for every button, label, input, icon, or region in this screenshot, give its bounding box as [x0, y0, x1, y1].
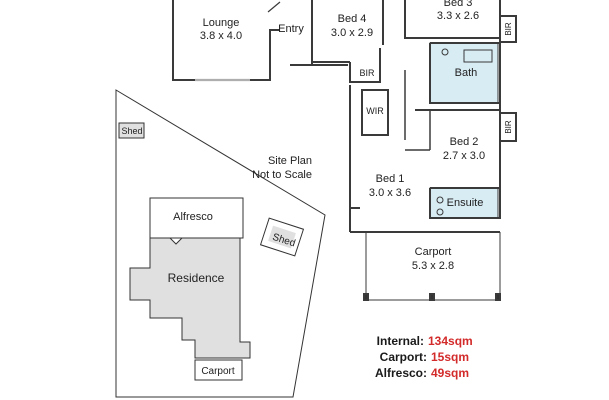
room-name-lounge: Lounge — [203, 17, 240, 29]
robe-label-bir-2: BIR — [504, 22, 513, 36]
site-plan — [115, 89, 326, 398]
wir-robe — [361, 89, 389, 136]
site-shed-2 — [259, 217, 305, 257]
room-size-bed2: 2.7 x 3.0 — [443, 150, 485, 162]
bath-tub — [463, 49, 493, 63]
site-title-line1: Site Plan — [268, 155, 312, 167]
site-carport — [194, 359, 243, 381]
room-size-carport: 5.3 x 2.8 — [412, 260, 454, 272]
robe-label-wir: WIR — [366, 106, 384, 116]
bir-bed2-box — [499, 112, 517, 142]
room-size-bed1: 3.0 x 3.6 — [369, 187, 411, 199]
room-name-bath: Bath — [455, 67, 478, 79]
room-size-bed4: 3.0 x 2.9 — [331, 27, 373, 39]
site-alfresco — [149, 197, 244, 239]
room-name-bed1: Bed 1 — [376, 173, 405, 185]
site-label-residence: Residence — [168, 271, 225, 285]
site-boundary — [115, 89, 326, 398]
ensuite-wall — [429, 187, 501, 219]
area-summary: Internal: 134sqm Carport: 15sqm Alfresco… — [375, 334, 473, 380]
bath-wall — [429, 43, 500, 104]
bath-basin — [441, 48, 449, 56]
area-value-alfresco: 49sqm — [431, 366, 469, 380]
bir-mid-wall — [349, 48, 381, 83]
bed3-left-wall — [404, 0, 500, 39]
room-size-bed3: 3.3 x 2.6 — [437, 10, 479, 22]
robe-label-bir-1: BIR — [359, 68, 375, 78]
carport-post-3 — [495, 293, 501, 301]
carport-post-1 — [363, 293, 369, 301]
room-labels: Lounge 3.8 x 4.0 Entry Bed 4 3.0 x 2.9 B… — [200, 0, 513, 272]
area-value-carport: 15sqm — [431, 350, 469, 364]
area-value-internal: 134sqm — [428, 334, 473, 348]
ensuite-toilet — [436, 208, 444, 216]
room-name-bed2: Bed 2 — [450, 136, 479, 148]
area-label-alfresco: Alfresco: — [375, 366, 427, 380]
room-name-bed4: Bed 4 — [338, 13, 367, 25]
carport-post-2 — [429, 293, 435, 301]
site-label-shed-1: Shed — [121, 126, 142, 136]
entry-door-swing — [267, 1, 281, 13]
bir-top-box — [499, 15, 517, 43]
site-shed-2-inner — [268, 225, 296, 249]
room-name-carport: Carport — [415, 246, 452, 258]
site-label-carport: Carport — [201, 366, 235, 377]
site-shed-1 — [118, 122, 145, 139]
site-residence — [129, 237, 251, 359]
ensuite-basin — [436, 196, 444, 204]
room-name-bed3: Bed 3 — [444, 0, 473, 9]
room-name-entry: Entry — [278, 23, 304, 35]
area-label-internal: Internal: — [377, 334, 424, 348]
room-size-lounge: 3.8 x 4.0 — [200, 30, 242, 42]
site-label-alfresco: Alfresco — [173, 211, 213, 223]
wir-wall — [349, 85, 360, 209]
floor-plan-walls — [172, 0, 517, 301]
room-name-ensuite: Ensuite — [447, 197, 484, 209]
robe-label-bir-3: BIR — [504, 120, 513, 134]
lounge-entry-wall — [269, 29, 280, 40]
site-title-line2: Not to Scale — [252, 169, 312, 181]
area-label-carport: Carport: — [380, 350, 427, 364]
